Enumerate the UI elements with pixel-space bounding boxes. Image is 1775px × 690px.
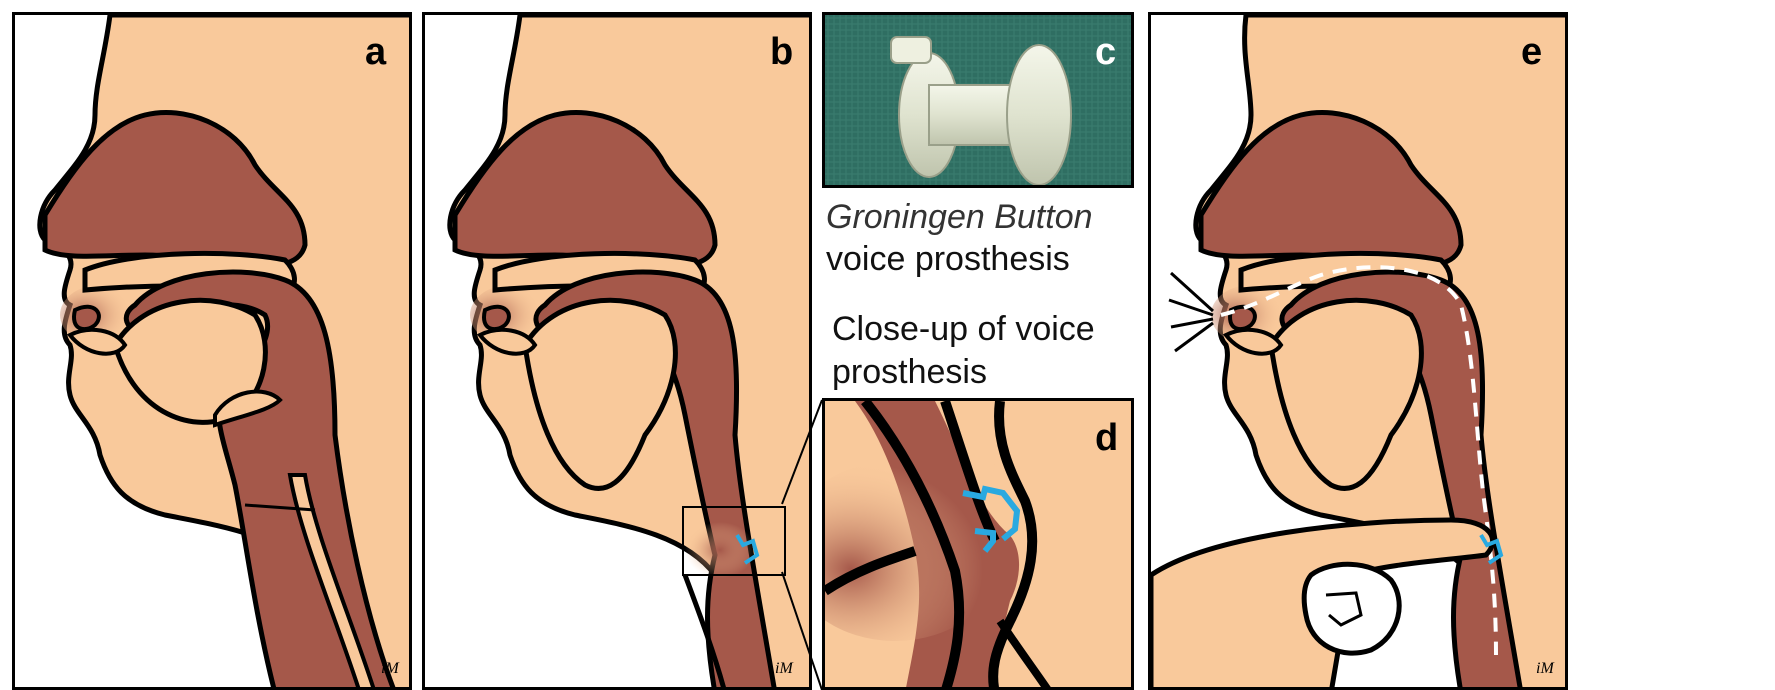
panel-a-label: a: [365, 33, 386, 71]
panel-c-photo: c: [822, 12, 1134, 188]
anatomy-speech-illustration: [1151, 15, 1568, 690]
panel-a: a iM: [12, 12, 412, 690]
panel-e: e iM: [1148, 12, 1568, 690]
panel-e-label: e: [1521, 33, 1542, 71]
panel-d-closeup: d: [822, 398, 1134, 690]
voice-prosthesis-photo: [825, 15, 1134, 188]
anatomy-laryngectomy-illustration: [425, 15, 812, 690]
signature-mark: iM: [1536, 660, 1554, 678]
device-name-caption: Groningen Button: [826, 196, 1093, 239]
closeup-caption: Close-up of voice prosthesis: [832, 308, 1132, 393]
sound-waves-icon: [1169, 273, 1213, 351]
panel-d-label: d: [1095, 419, 1118, 457]
anatomy-normal-illustration: [15, 15, 412, 690]
signature-mark: iM: [381, 660, 399, 678]
prosthesis-closeup-illustration: [825, 401, 1134, 690]
panel-b: b iM: [422, 12, 812, 690]
panel-b-label: b: [770, 33, 793, 71]
panel-c-label: c: [1095, 33, 1116, 71]
signature-mark: iM: [775, 660, 793, 678]
device-type-caption: voice prosthesis: [826, 238, 1070, 281]
